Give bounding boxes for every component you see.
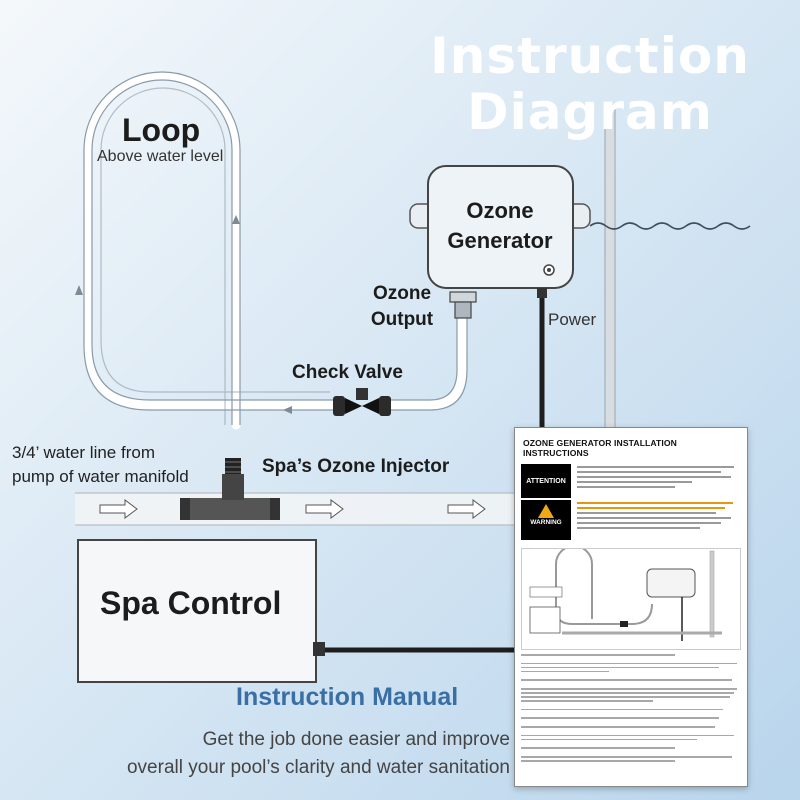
check-valve-label: Check Valve [292, 362, 403, 383]
warning-triangle-icon [538, 504, 554, 518]
ozone-generator-box [409, 165, 591, 319]
spa-control-box [77, 539, 325, 683]
ozone-output-label: Ozone Output [362, 281, 442, 333]
spa-control-label: Spa Control [100, 585, 282, 621]
generator-line1: Ozone [466, 198, 534, 223]
loop-tubing [83, 71, 341, 430]
manual-description: Get the job done easier and improve over… [40, 726, 510, 782]
manual-title: Instruction Manual [236, 683, 459, 711]
pole [604, 107, 616, 439]
step-1 [521, 654, 741, 656]
ozone-generator-label: Ozone Generator [436, 196, 564, 256]
water-line-line2: pump of water manifold [12, 467, 189, 486]
step-4 [521, 687, 741, 702]
warning-text-lines [577, 502, 741, 532]
water-line-label: 3/4’ water line from pump of water manif… [12, 441, 189, 489]
loop-arrows [75, 215, 292, 414]
warning-row: WARNING [521, 500, 741, 542]
instruction-steps [521, 654, 741, 762]
page-title: Instruction Diagram [430, 28, 750, 140]
water-line-line1: 3/4’ water line from [12, 443, 155, 462]
attention-text-lines [577, 466, 741, 491]
power-label: Power [548, 310, 597, 329]
step-10 [521, 755, 741, 762]
ozone-injector [180, 458, 280, 520]
output-line1: Ozone [372, 283, 432, 304]
loop-tubing-outline [83, 71, 336, 425]
step-9 [521, 747, 741, 749]
manual-line2: overall your pool’s clarity and water sa… [126, 757, 510, 778]
attention-badge: ATTENTION [521, 464, 571, 498]
mini-diagram-svg [529, 545, 722, 641]
injector-label: Spa’s Ozone Injector [262, 456, 450, 477]
attention-row: ATTENTION [521, 464, 741, 498]
manual-line1: Get the job done easier and improve [202, 729, 510, 750]
loop-label: Loop [122, 112, 201, 148]
title-line1: Instruction [430, 27, 750, 85]
generator-line2: Generator [447, 228, 553, 253]
output-tubing [390, 318, 468, 411]
document-title: OZONE GENERATOR INSTALLATION INSTRUCTION… [523, 438, 677, 458]
loop-sublabel: Above water level [97, 148, 224, 165]
warning-label: WARNING [530, 519, 562, 526]
step-8 [521, 734, 741, 741]
output-line2: Output [370, 309, 434, 330]
step-6 [521, 717, 741, 720]
instruction-document: OZONE GENERATOR INSTALLATION INSTRUCTION… [514, 427, 748, 787]
step-2 [521, 662, 741, 673]
step-3 [521, 679, 741, 681]
title-line2: Diagram [467, 83, 713, 141]
warning-badge: WARNING [521, 500, 571, 540]
step-5 [521, 708, 741, 711]
step-7 [521, 726, 741, 728]
water-wave [589, 222, 751, 230]
mini-diagram [521, 545, 741, 650]
check-valve-shape [333, 388, 391, 416]
